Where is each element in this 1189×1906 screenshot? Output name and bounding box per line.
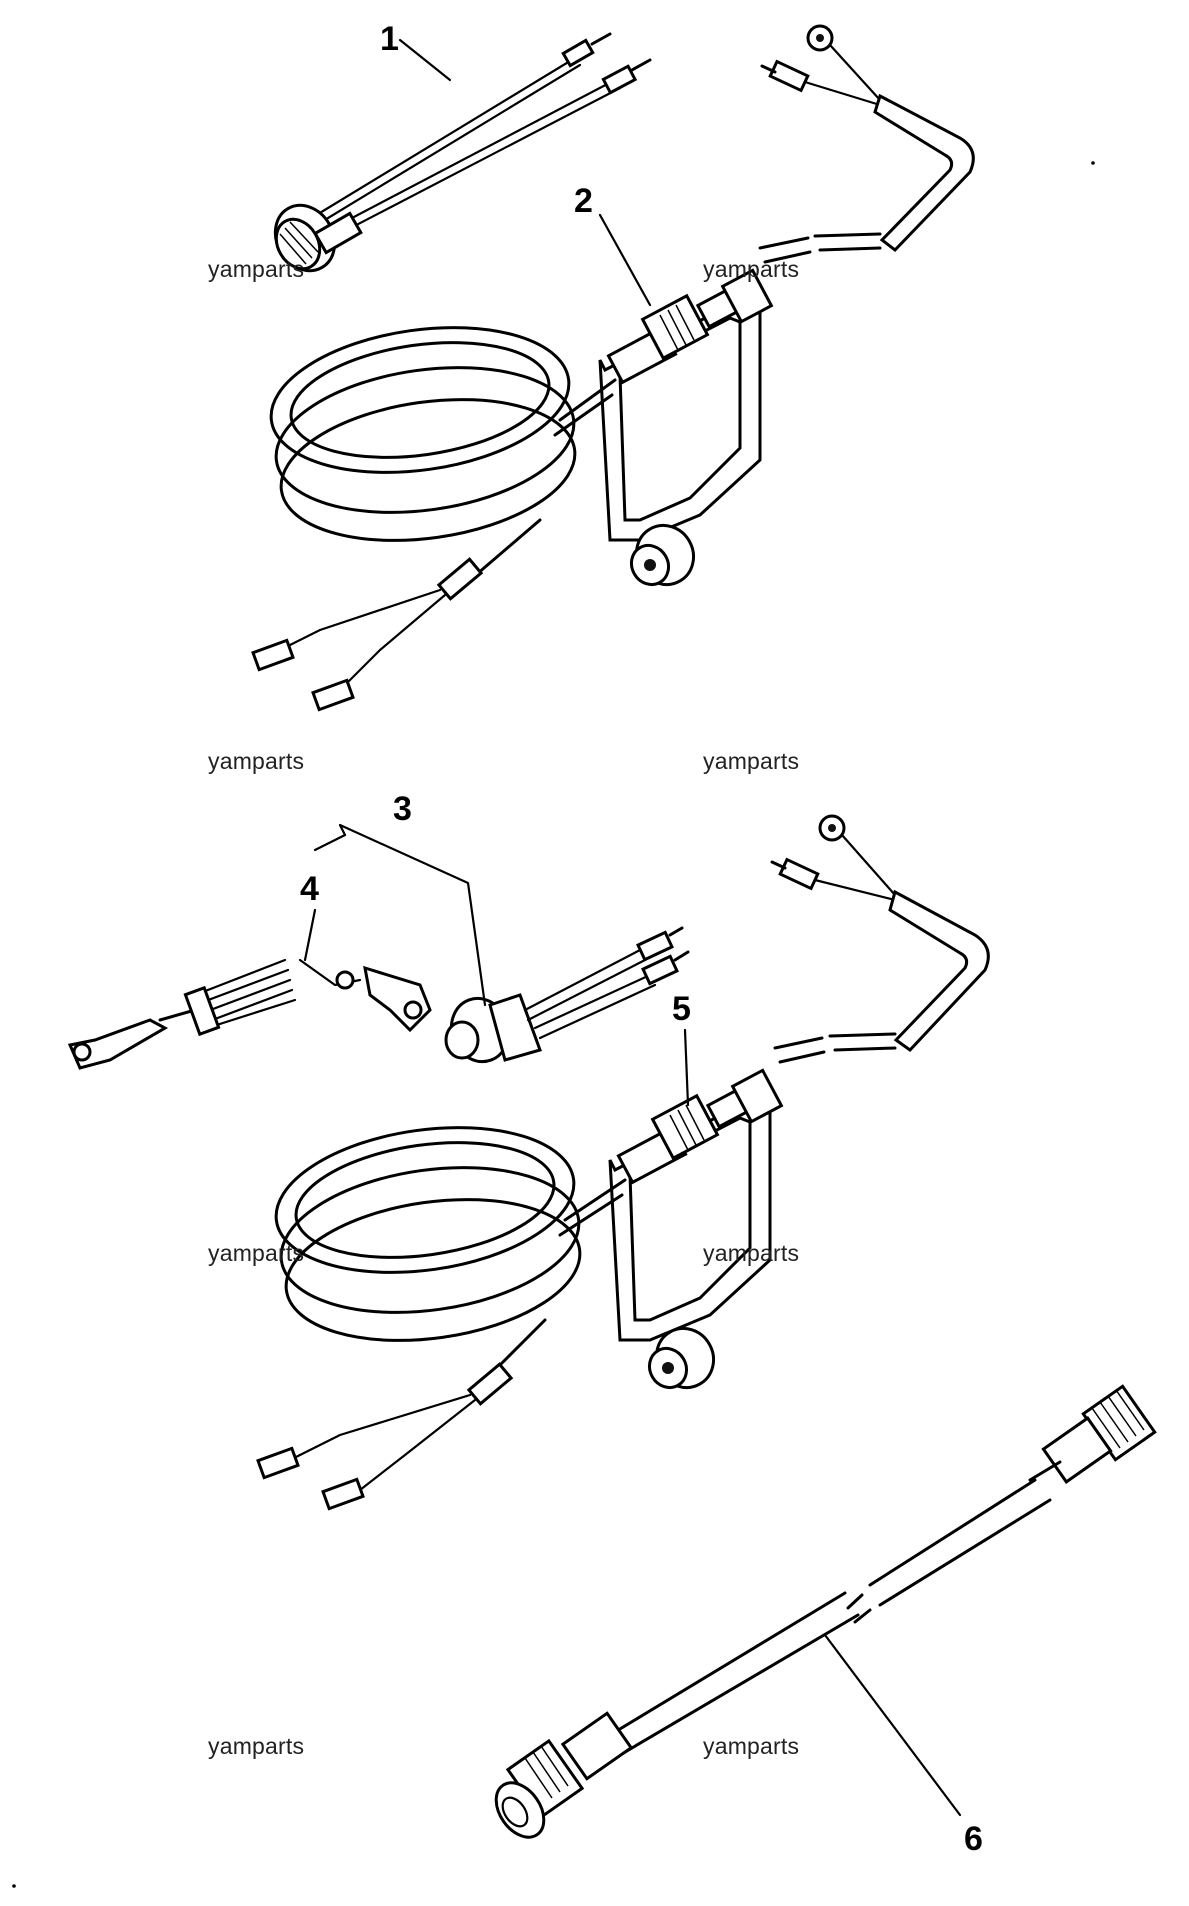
callout-5: 5 xyxy=(672,990,691,1028)
part-6-extension-cable xyxy=(494,1384,1157,1839)
leader-6 xyxy=(823,1633,962,1817)
watermark: yamparts xyxy=(703,748,800,774)
part-5-cable-assembly xyxy=(256,814,990,1511)
leader-3 xyxy=(338,823,487,1007)
callout-2: 2 xyxy=(574,182,593,220)
watermark: yamparts xyxy=(208,1240,305,1266)
part-4-lanyard-cord xyxy=(67,958,432,1070)
callout-4: 4 xyxy=(300,870,319,908)
callout-6: 6 xyxy=(964,1820,983,1858)
watermark: yamparts xyxy=(703,256,800,282)
leader-1 xyxy=(398,38,452,82)
part-2-cable-assembly xyxy=(251,24,975,712)
leader-5 xyxy=(683,1028,690,1107)
watermark: yamparts xyxy=(703,1240,800,1266)
stray-dot xyxy=(12,1884,16,1888)
part-1-main-switch xyxy=(273,32,652,273)
callout-3: 3 xyxy=(393,790,412,828)
watermark: yamparts xyxy=(208,256,305,282)
leader-4 xyxy=(303,908,317,962)
leader-2 xyxy=(598,213,652,307)
leader-3b xyxy=(313,833,347,852)
watermark: yamparts xyxy=(703,1733,800,1759)
watermark: yamparts xyxy=(208,748,305,774)
part-3-lanyard-switch xyxy=(444,926,690,1064)
stray-dot xyxy=(1091,161,1095,165)
callout-1: 1 xyxy=(380,20,399,58)
watermark: yamparts xyxy=(208,1733,305,1759)
